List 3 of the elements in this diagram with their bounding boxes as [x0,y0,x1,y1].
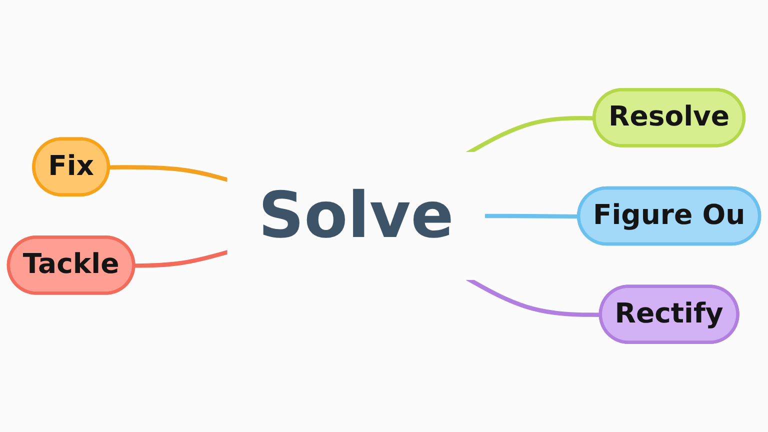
connector [108,165,230,182]
connector [134,250,230,268]
connector [483,214,580,219]
